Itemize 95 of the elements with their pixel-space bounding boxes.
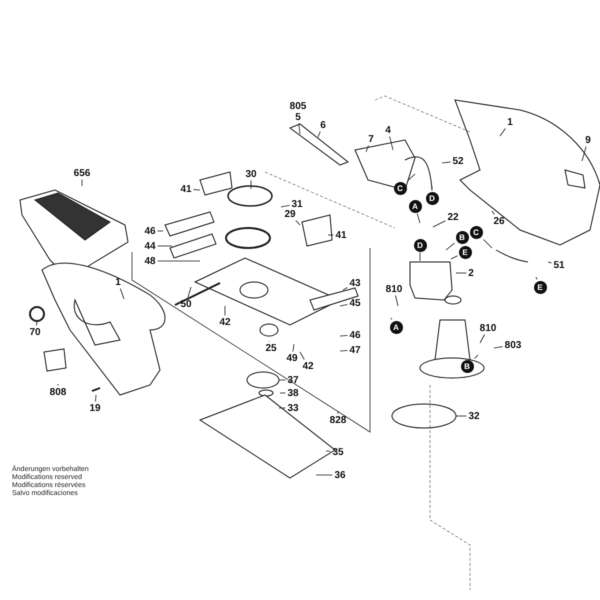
leader-line <box>500 128 506 136</box>
leader-line <box>120 288 124 300</box>
callout-number: 9 <box>584 134 592 146</box>
leader-line <box>36 322 38 326</box>
callout-number: 1 <box>506 116 514 128</box>
leader-line <box>157 230 164 232</box>
leader-line <box>582 146 587 162</box>
leader-line <box>446 242 455 250</box>
leader-line <box>250 180 252 190</box>
callout-number: 29 <box>283 208 297 220</box>
leader-line <box>326 450 331 452</box>
callout-number: 31 <box>290 198 304 210</box>
callout-number: 25 <box>264 342 278 354</box>
callout-number: 46 <box>348 330 362 340</box>
callout-number: 70 <box>28 326 42 338</box>
callout-number: 19 <box>88 402 102 414</box>
callout-number: 35 <box>331 446 345 458</box>
leader-line <box>224 306 226 316</box>
callout-number: 656 <box>72 168 92 178</box>
connection-marker: A <box>390 320 402 334</box>
leader-line <box>536 276 538 280</box>
callout-number: 6 <box>319 120 327 130</box>
callout-number: 808 <box>48 386 68 398</box>
connection-marker: E <box>534 280 546 294</box>
leader-line <box>494 346 504 348</box>
leader-line <box>492 210 495 215</box>
leader-line <box>298 123 300 134</box>
leader-line <box>474 354 478 359</box>
callout-number: 36 <box>333 470 347 480</box>
leader-line <box>340 350 348 352</box>
connection-marker: A <box>408 200 422 212</box>
leader-line <box>342 287 348 290</box>
callout-number: 4 <box>384 124 392 136</box>
callout-number: 47 <box>348 344 362 356</box>
callout-number: 41 <box>179 184 193 194</box>
leader-line <box>95 394 96 402</box>
connection-marker: B <box>456 230 468 244</box>
leader-line <box>318 131 321 138</box>
callout-number: 32 <box>467 410 481 422</box>
callout-number: 805 <box>288 100 308 112</box>
callout-number: 43 <box>348 278 362 288</box>
leader-line <box>450 255 458 260</box>
callout-number: 44 <box>143 240 157 252</box>
leader-line <box>280 392 286 394</box>
leader-line <box>456 272 467 274</box>
leader-line <box>480 334 485 344</box>
leader-line <box>340 335 348 336</box>
callout-number: 42 <box>301 360 315 372</box>
callout-number: 46 <box>143 226 157 236</box>
leader-line <box>548 262 552 264</box>
leader-line <box>316 474 333 476</box>
callout-number: 41 <box>334 230 348 240</box>
callout-number: 50 <box>179 298 193 310</box>
callout-number: 42 <box>218 316 232 328</box>
leader-line <box>280 205 290 208</box>
leader-line <box>432 220 446 228</box>
connection-marker: E <box>458 246 472 258</box>
leader-line <box>157 260 200 262</box>
connection-marker: D <box>426 192 438 204</box>
leader-line <box>328 234 334 236</box>
leader-line <box>300 352 305 360</box>
callout-number: 26 <box>492 216 506 226</box>
callout-number: 33 <box>286 402 300 414</box>
callout-number: 51 <box>552 260 566 270</box>
leader-line <box>296 220 300 226</box>
callout-number: 2 <box>467 268 475 278</box>
callout-number: 52 <box>451 156 465 166</box>
callout-number: 1 <box>114 276 122 288</box>
connection-marker: C <box>470 226 482 238</box>
callout-number: 828 <box>328 414 348 426</box>
callout-number: 49 <box>285 352 299 364</box>
callout-number: 37 <box>286 374 300 386</box>
leader-line <box>389 136 394 150</box>
callout-number: 45 <box>348 298 362 308</box>
leader-line <box>340 304 348 306</box>
leader-line <box>416 213 420 224</box>
callout-number: 38 <box>286 388 300 398</box>
leader-line <box>188 286 192 298</box>
callout-number: 30 <box>244 168 258 180</box>
leader-line <box>395 295 398 306</box>
callout-number: 810 <box>384 284 404 294</box>
leader-line <box>483 239 492 248</box>
callout-number: 803 <box>504 340 522 350</box>
callout-number: 7 <box>367 134 375 144</box>
leader-line <box>407 174 416 182</box>
connection-marker: D <box>414 238 426 252</box>
leader-line <box>366 145 369 152</box>
callout-number: 48 <box>143 256 157 266</box>
callout-number: 5 <box>294 112 302 122</box>
callout-number: 22 <box>446 212 460 222</box>
leader-line <box>442 162 451 164</box>
leader-line <box>292 344 294 352</box>
leader-line <box>390 318 392 320</box>
leader-line <box>193 189 200 190</box>
callout-number: 810 <box>478 322 498 334</box>
